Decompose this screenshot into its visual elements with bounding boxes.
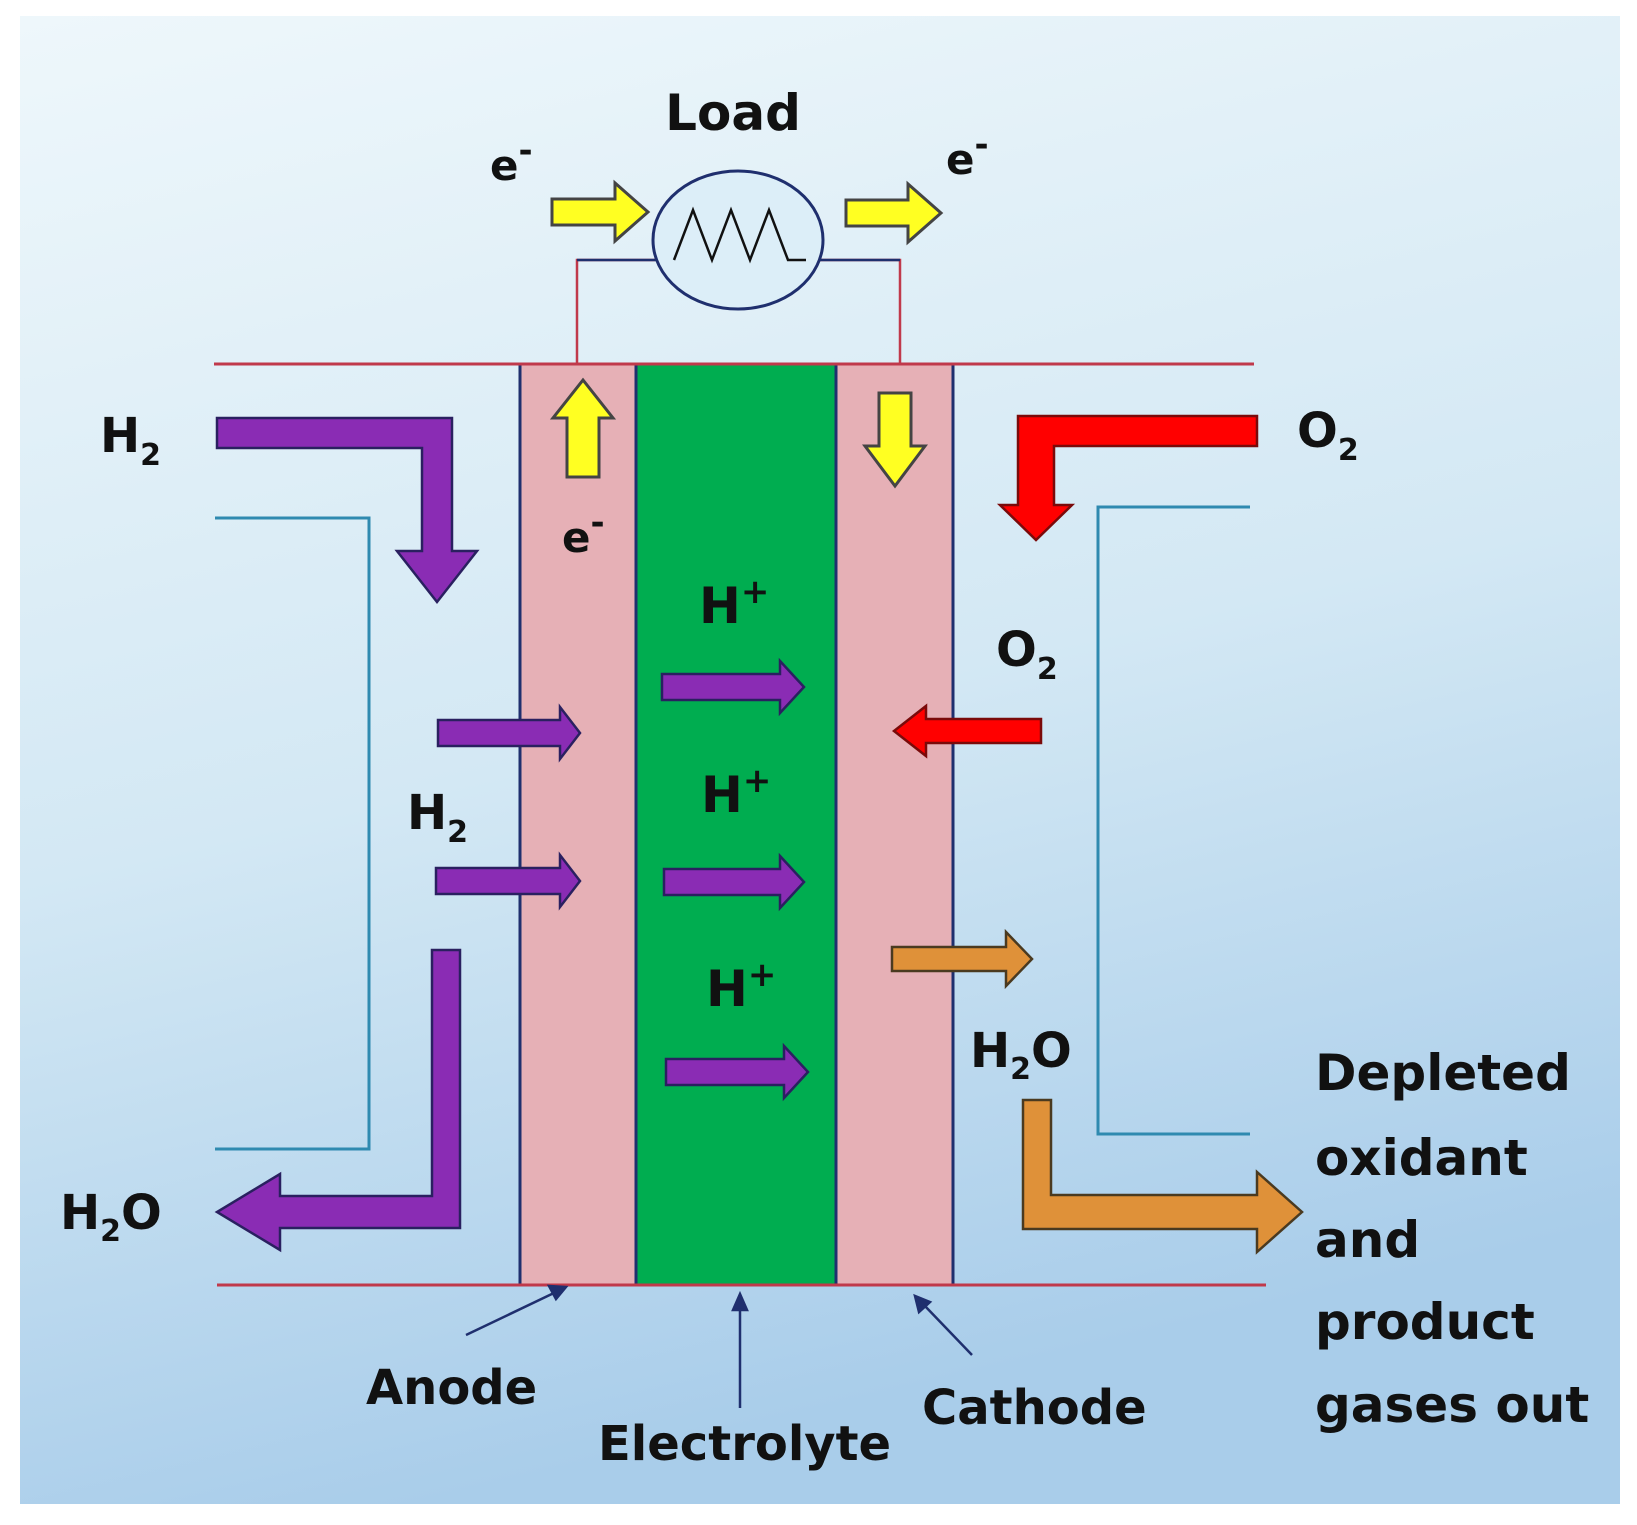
hydrogen-anode-label: H2 bbox=[407, 785, 468, 850]
proton-label-3: H+ bbox=[706, 955, 776, 1018]
load-label: Load bbox=[665, 84, 801, 142]
component-pointers bbox=[465, 1284, 973, 1408]
electrolyte-layer bbox=[636, 364, 836, 1285]
resistor-zigzag-icon bbox=[672, 206, 806, 264]
anode-pointer bbox=[465, 1290, 557, 1337]
hydrogen-arrow-upper-icon bbox=[436, 703, 582, 763]
outlet-label-line: product bbox=[1315, 1293, 1535, 1351]
electron-label-anode: e- bbox=[562, 503, 605, 562]
electron-arrow-down-icon bbox=[862, 391, 928, 489]
water-anode-label: H2O bbox=[60, 1185, 162, 1249]
outlet-label-line: oxidant bbox=[1315, 1129, 1528, 1187]
oxygen-arrow-icon bbox=[891, 703, 1043, 759]
oxygen-flow-arrows bbox=[891, 414, 1259, 759]
water-arrow-icon bbox=[890, 928, 1034, 990]
anode-layer bbox=[520, 364, 636, 1285]
electron-flow-arrows bbox=[549, 179, 944, 489]
electron-arrow-up-icon bbox=[549, 377, 617, 479]
water-cathode-label: H2O bbox=[970, 1023, 1072, 1087]
oxygen-inlet-arrow-icon bbox=[996, 414, 1259, 542]
hydrogen-inlet-arrow-icon bbox=[215, 416, 480, 605]
water-flow-arrows bbox=[890, 928, 1304, 1255]
anode-label: Anode bbox=[366, 1360, 537, 1416]
hydrogen-inlet-label: H2 bbox=[100, 408, 161, 473]
outlet-label: Depleted oxidant and product gases out bbox=[1315, 1044, 1589, 1434]
oxygen-cathode-label: O2 bbox=[996, 622, 1058, 687]
cathode-layer bbox=[836, 364, 953, 1285]
water-outlet-cathode-arrow-icon bbox=[1021, 1098, 1304, 1255]
fuel-cell-body bbox=[214, 362, 1266, 1287]
water-outlet-anode-arrow-icon bbox=[214, 948, 462, 1253]
proton-arrow-1-icon bbox=[660, 657, 806, 717]
external-circuit bbox=[575, 169, 902, 364]
outlet-label-line: gases out bbox=[1315, 1376, 1589, 1434]
electron-label-right: e- bbox=[946, 125, 989, 184]
hydrogen-arrow-lower-icon bbox=[434, 851, 582, 911]
oxygen-inlet-label: O2 bbox=[1297, 403, 1359, 468]
electron-arrow-in-icon bbox=[550, 179, 651, 245]
hydrogen-flow-arrows bbox=[214, 416, 810, 1253]
cathode-channel-line bbox=[1096, 505, 1250, 1136]
proton-label-2: H+ bbox=[701, 761, 771, 824]
outlet-label-line: Depleted bbox=[1315, 1044, 1571, 1102]
proton-arrow-2-icon bbox=[662, 852, 806, 912]
anode-channel-line bbox=[215, 516, 371, 1151]
electrolyte-label: Electrolyte bbox=[598, 1416, 891, 1472]
proton-arrow-3-icon bbox=[664, 1042, 810, 1102]
outlet-label-line: and bbox=[1315, 1211, 1420, 1269]
load-resistor-circle bbox=[651, 169, 825, 311]
cathode-label: Cathode bbox=[922, 1380, 1147, 1436]
electron-label-left: e- bbox=[490, 131, 533, 190]
proton-label-1: H+ bbox=[699, 572, 769, 635]
cathode-pointer bbox=[923, 1304, 973, 1356]
cathode-pointer-head-icon bbox=[913, 1293, 933, 1315]
anode-pointer-head-icon bbox=[546, 1284, 569, 1302]
electrolyte-pointer-head-icon bbox=[731, 1290, 749, 1312]
electron-arrow-out-icon bbox=[844, 180, 944, 246]
